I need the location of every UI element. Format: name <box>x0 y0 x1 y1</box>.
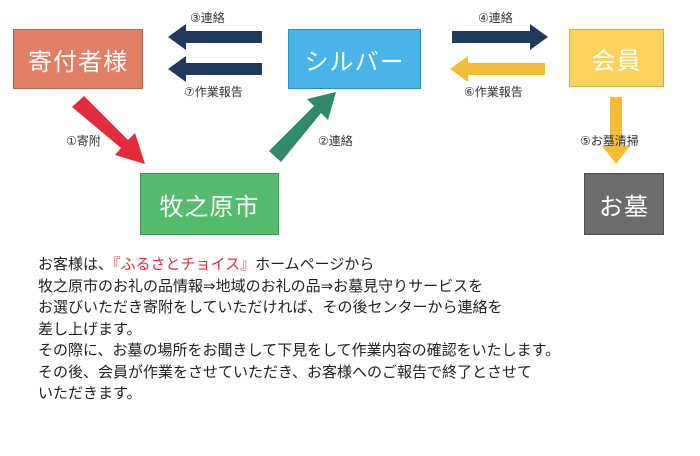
description-line-5: その際に、お墓の場所をお聞きして下見をして作業内容の確認をいたします。 <box>38 341 561 359</box>
furusato-choice-site-name: 『ふるさとチョイス』 <box>113 255 256 273</box>
description-line-2: 牧之原市のお礼の品情報⇒地域のお礼の品⇒お墓見守りサービスを <box>38 276 484 295</box>
node-donor-label: 寄付者様 <box>28 47 128 76</box>
description-line-1-prefix: お客様は、 <box>38 255 114 273</box>
flow-arrows <box>72 24 630 164</box>
arrow-step4 <box>452 24 548 50</box>
label-step2: ②連絡 <box>318 134 353 148</box>
node-grave: お墓 <box>584 173 664 235</box>
node-donor: 寄付者様 <box>13 29 143 89</box>
description-line-6: その後、会員が作業をさせていただき、お客様へのご報告で終了とさせて <box>38 362 532 381</box>
description-text: お客様は、『ふるさとチョイス』ホームページから 牧之原市のお礼の品情報⇒地域のお… <box>38 254 688 405</box>
node-member-label: 会員 <box>591 46 642 75</box>
arrow-step6 <box>450 56 545 82</box>
label-step6: ⑥作業報告 <box>464 85 523 99</box>
description-line-4: 差し上げます。 <box>38 319 142 338</box>
node-city: 牧之原市 <box>140 173 279 235</box>
node-member: 会員 <box>569 29 664 87</box>
description-line-1: お客様は、『ふるさとチョイス』ホームページから <box>38 254 688 276</box>
node-silver: シルバー <box>288 29 421 89</box>
label-step4: ④連絡 <box>478 11 513 25</box>
arrow-step2 <box>269 92 336 162</box>
node-silver-label: シルバー <box>304 47 405 76</box>
description-line-3: お選びいただき寄附をしていただければ、その後センターから連絡を <box>38 298 503 316</box>
label-step7: ⑦作業報告 <box>184 85 243 99</box>
node-city-label: 牧之原市 <box>159 192 260 221</box>
description-line-7: いただきます。 <box>38 384 142 402</box>
arrow-step3 <box>168 24 262 50</box>
label-step3: ③連絡 <box>190 11 225 25</box>
arrow-step1 <box>72 96 145 164</box>
arrow-step5 <box>602 97 630 164</box>
arrow-step7 <box>168 56 262 82</box>
label-step5: ⑤お墓清掃 <box>580 134 639 148</box>
label-step1: ①寄附 <box>66 134 101 148</box>
node-grave-label: お墓 <box>599 192 649 221</box>
description-line-1-suffix: ホームページから <box>255 255 375 273</box>
